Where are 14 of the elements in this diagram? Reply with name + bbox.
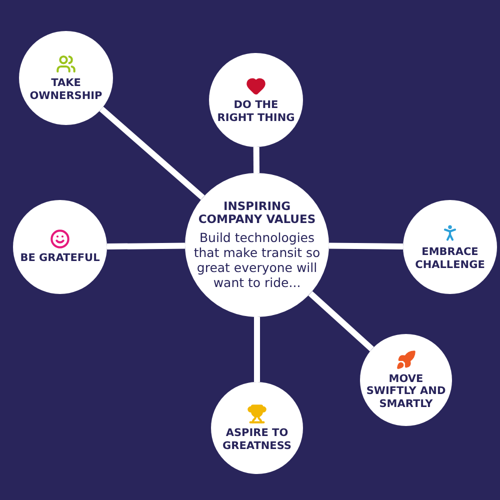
value-label: DO THE RIGHT THING <box>216 99 296 124</box>
connector-line <box>106 242 186 250</box>
connector-line <box>328 242 404 250</box>
value-label: ASPIRE TO GREATNESS <box>222 427 292 452</box>
mission-text: Build technologies that make transit so great everyone will want to ride... <box>193 230 321 290</box>
circle-heading: INSPIRING COMPANY VALUES <box>197 200 317 226</box>
value-label: TAKE OWNERSHIP <box>28 77 104 102</box>
connector-line <box>253 146 260 174</box>
connector-line <box>99 106 205 200</box>
value-label: EMBRACE CHALLENGE <box>414 246 486 271</box>
connector-line <box>308 291 374 352</box>
value-label: BE GRATEFUL <box>20 252 100 265</box>
connector-line <box>254 317 260 382</box>
value-label: MOVE SWIFTLY AND SMARTLY <box>366 373 446 410</box>
